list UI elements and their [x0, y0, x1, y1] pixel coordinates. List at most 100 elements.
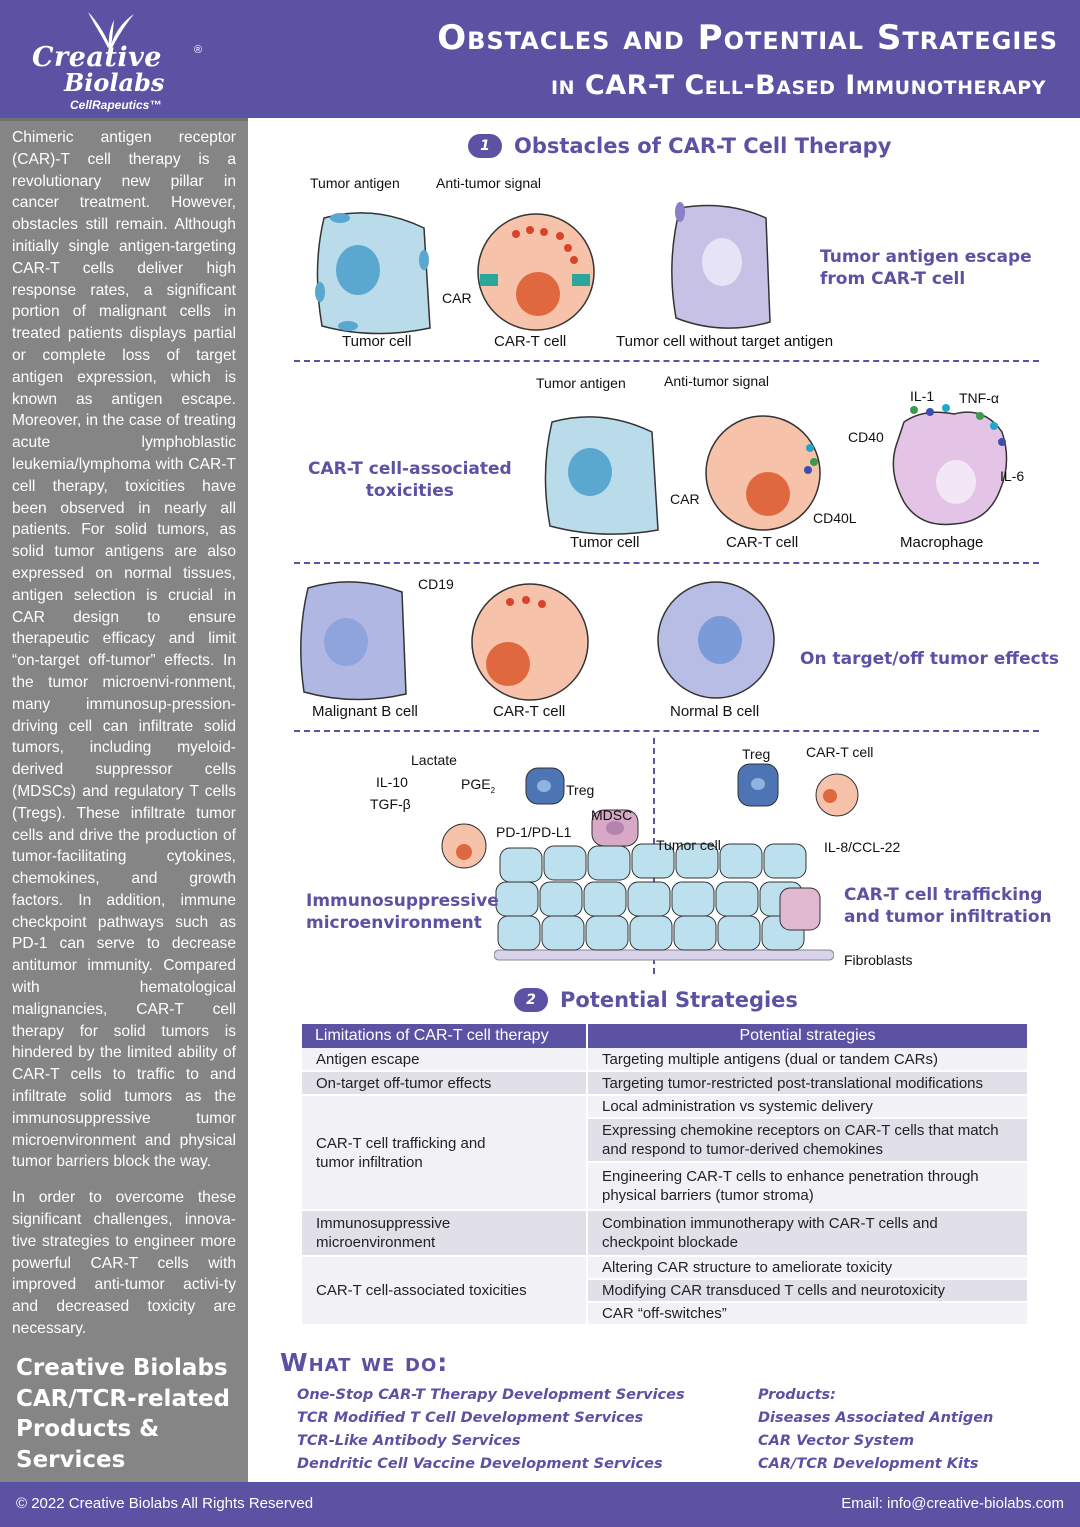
service-link[interactable]: One-Stop CAR-T Therapy Development Servi… — [297, 1387, 685, 1403]
table-row: Antigen escape Targeting multiple antige… — [302, 1048, 1029, 1072]
panel-antigen-escape: Tumor antigen Anti-tumor signal CAR Tumo… — [248, 118, 1080, 358]
what-we-do-heading: What we do: — [280, 1348, 449, 1377]
panel-toxicities: Tumor antigen Anti-tumor signal CAR CD40… — [248, 362, 1080, 562]
column-header-limitations: Limitations of CAR-T cell therapy — [302, 1024, 588, 1048]
tumor-cell-cluster-illustration — [494, 843, 834, 961]
section-2-heading: 2 Potential Strategies — [514, 988, 798, 1012]
treg-cell-illustration — [737, 763, 779, 807]
promo-line: Products & — [16, 1416, 160, 1442]
mdsc-cell-illustration — [591, 809, 639, 847]
malignant-b-cell-illustration — [300, 581, 407, 701]
copyright-text: © 2022 Creative Biolabs All Rights Reser… — [16, 1495, 314, 1512]
strategy-cell: Engineering CAR-T cells to enhance penet… — [588, 1163, 1029, 1211]
service-link[interactable]: TCR Modified T Cell Development Services — [297, 1410, 644, 1426]
tumor-cell-no-antigen-illustration — [671, 202, 771, 329]
caption-line: Immunosuppressive — [306, 891, 499, 911]
caption-line: Tumor antigen escape — [820, 247, 1032, 267]
intro-paragraph-1: Chimeric antigen receptor (CAR)-T cell t… — [12, 129, 236, 1171]
caption-toxicities: CAR-T cell-associated toxicities — [308, 458, 512, 502]
treg-cell-illustration — [525, 767, 565, 805]
limitation-cell: Antigen escape — [302, 1048, 588, 1072]
section-2-title: Potential Strategies — [560, 988, 798, 1012]
label-cd40l: CD40L — [813, 510, 857, 526]
services-list: One-Stop CAR-T Therapy Development Servi… — [297, 1384, 685, 1476]
page-title-line1: Obstacles and Potential Strategies — [437, 18, 1058, 58]
product-link[interactable]: CAR/TCR Development Kits — [758, 1456, 979, 1472]
label-fibroblasts: Fibroblasts — [844, 952, 913, 968]
label-macrophage: Macrophage — [900, 534, 984, 551]
caption-on-target-off-tumor: On target/off tumor effects — [800, 649, 1059, 669]
promo-line: CAR/TCR-related — [16, 1385, 231, 1412]
strategy-text: Combination immunotherapy with CAR-T cel… — [602, 1215, 938, 1251]
sidebar-intro: Chimeric antigen receptor (CAR)-T cell t… — [0, 118, 248, 1482]
pge-text: PGE — [461, 776, 491, 792]
caption-antigen-escape: Tumor antigen escape from CAR-T cell — [820, 246, 1032, 290]
section-1-heading: 1 Obstacles of CAR-T Cell Therapy — [468, 134, 891, 158]
panel-microenvironment-trafficking: Lactate IL-10 TGF-β PGE2 Treg MDSC PD-1/… — [248, 732, 1080, 982]
label-cd19: CD19 — [418, 576, 454, 592]
label-car-t-cell: CAR-T cell — [726, 534, 799, 551]
promo-line: Creative Biolabs — [16, 1355, 228, 1381]
label-normal-b-cell: Normal B cell — [670, 703, 760, 720]
label-il1: IL-1 — [910, 388, 935, 404]
page-title-line2: in CAR-T Cell-Based Immunotherapy — [551, 70, 1046, 101]
section-1-title: Obstacles of CAR-T Cell Therapy — [514, 134, 892, 158]
main-content: 1 Obstacles of CAR-T Cell Therapy Tumor … — [248, 118, 1080, 1482]
table-row: Expressing chemokine receptors on CAR-T … — [302, 1119, 1029, 1163]
strategy-cell: CAR “off-switches” — [588, 1303, 1029, 1326]
label-lactate: Lactate — [411, 752, 457, 768]
strategy-cell: Targeting multiple antigens (dual or tan… — [588, 1048, 1029, 1072]
caption-line: CAR-T cell-associated — [308, 459, 512, 479]
section-number-badge: 2 — [514, 988, 548, 1012]
footer: © 2022 Creative Biolabs All Rights Reser… — [0, 1482, 1080, 1527]
limitation-text: CAR-T cell trafficking and tumor infiltr… — [316, 1134, 486, 1171]
limitation-cell: Immunosuppressive microenvironment — [302, 1211, 588, 1257]
label-anti-tumor-signal: Anti-tumor signal — [436, 175, 542, 191]
label-tumor-cell: Tumor cell — [342, 333, 412, 350]
service-link[interactable]: TCR-Like Antibody Services — [297, 1433, 521, 1449]
strategy-cell: Combination immunotherapy with CAR-T cel… — [588, 1211, 1029, 1257]
section-divider — [294, 562, 1039, 564]
pge-subscript: 2 — [490, 785, 496, 795]
strategies-table: Limitations of CAR-T cell therapy Potent… — [302, 1024, 1029, 1326]
label-tumor-cell: Tumor cell — [656, 837, 721, 853]
logo-text-creative: Creative — [32, 42, 162, 73]
label-car: CAR — [442, 290, 472, 306]
label-il6: IL-6 — [1000, 468, 1025, 484]
tumor-cell-illustration — [315, 212, 431, 335]
contact-email-link[interactable]: Email: info@creative-biolabs.com — [841, 1495, 1064, 1512]
table-row: CAR-T cell-associated toxicities Alterin… — [302, 1257, 1029, 1326]
limitation-cell: CAR-T cell-associated toxicities — [302, 1257, 588, 1326]
table-row: Engineering CAR-T cells to enhance penet… — [302, 1163, 1029, 1211]
car-t-cell-illustration — [815, 773, 859, 817]
product-link[interactable]: CAR Vector System — [758, 1433, 915, 1449]
label-anti-tumor-signal: Anti-tumor signal — [664, 373, 770, 389]
table-row: Modifying CAR transduced T cells and neu… — [302, 1280, 1029, 1303]
label-tumor-cell-no-antigen: Tumor cell without target antigen — [616, 333, 834, 350]
header-banner: Creative ® Biolabs CellRapeutics™ Obstac… — [0, 0, 1080, 118]
service-link[interactable]: Dendritic Cell Vaccine Development Servi… — [297, 1456, 663, 1472]
logo-tagline: CellRapeutics™ — [70, 98, 162, 112]
product-link[interactable]: Diseases Associated Antigen — [758, 1410, 994, 1426]
label-cd40: CD40 — [848, 429, 884, 445]
section-number-badge: 1 — [468, 134, 502, 158]
column-header-strategies: Potential strategies — [588, 1024, 1029, 1048]
car-t-cell-illustration — [471, 583, 589, 701]
table-header-row: Limitations of CAR-T cell therapy Potent… — [302, 1024, 1029, 1048]
strategy-cell: Targeting tumor-restricted post-translat… — [588, 1072, 1029, 1096]
caption-line: microenvironment — [306, 913, 482, 933]
label-mdsc: MDSC — [591, 807, 633, 823]
label-treg: Treg — [742, 746, 771, 762]
car-t-cell-illustration — [705, 415, 821, 531]
strategy-cell: Local administration vs systemic deliver… — [588, 1096, 1029, 1119]
table-row: CAR-T cell trafficking and tumor infiltr… — [302, 1096, 1029, 1211]
macrophage-illustration — [892, 404, 1008, 526]
label-tumor-antigen: Tumor antigen — [310, 175, 400, 191]
limitation-text: Immunosuppressive microenvironment — [316, 1215, 451, 1251]
table-row: On-target off-tumor effects Targeting tu… — [302, 1072, 1029, 1096]
creative-biolabs-logo[interactable]: Creative ® Biolabs CellRapeutics™ — [18, 8, 228, 113]
caption-line: CAR-T cell trafficking — [844, 885, 1043, 905]
registered-mark: ® — [194, 44, 203, 56]
label-pge2: PGE2 — [461, 776, 495, 795]
label-tgf-beta: TGF-β — [370, 796, 411, 812]
